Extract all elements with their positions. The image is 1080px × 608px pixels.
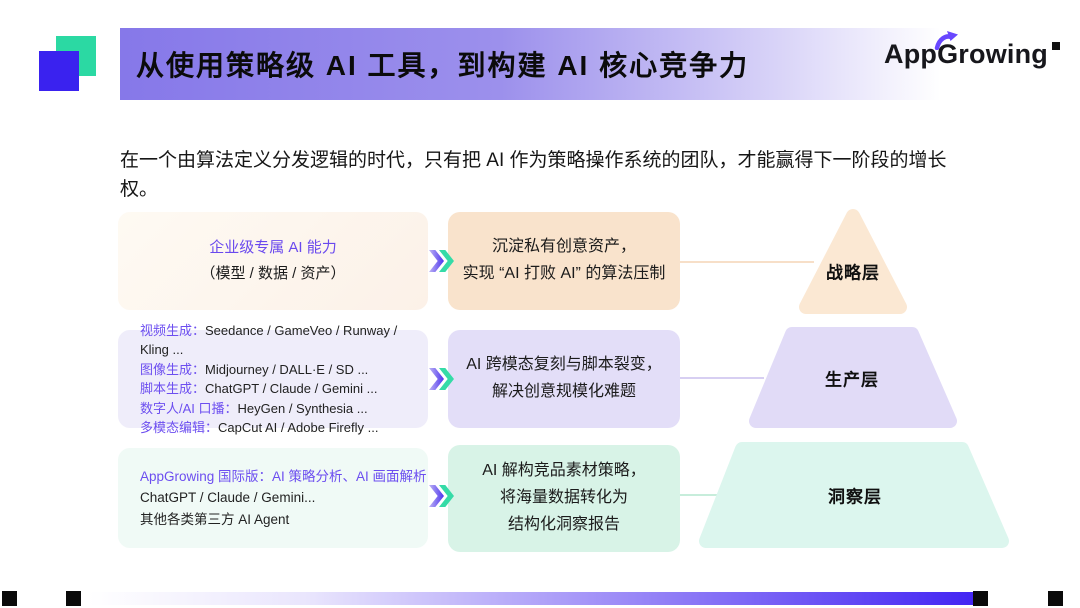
insight-outcome-line1: AI 解构竞品素材策略， [482, 462, 646, 480]
insight-outcome-line2: 将海量数据转化为 [499, 489, 628, 507]
production-outcome-line2: 解决创意规模化难题 [491, 383, 636, 400]
card-generation-tools: 视频生成：Seedance / GameVeo / Runway / Kling… [118, 323, 428, 435]
strategy-outcome-line2: 实现 “AI 打败 AI” 的算法压制 [462, 265, 666, 282]
connector-insight [680, 494, 718, 496]
strategy-outcome-line1: 沉淀私有创意资产， [491, 238, 636, 256]
tool-value: CapCut AI / Adobe Firefly ... [218, 420, 379, 435]
production-outcome-line1: AI 跨模态复刻与脚本裂变， [466, 356, 662, 374]
enterprise-ai-subtitle: （模型 / 数据 / 资产） [200, 265, 346, 282]
card-enterprise-ai: 企业级专属 AI 能力 （模型 / 数据 / 资产） [118, 212, 428, 310]
card-strategy-outcome: 沉淀私有创意资产， 实现 “AI 打败 AI” 的算法压制 [448, 212, 680, 310]
footer-gradient-bar [88, 592, 973, 605]
page-title: 从使用策略级 AI 工具，到构建 AI 核心竞争力 [136, 50, 750, 81]
pyramid-layer-strategy [799, 209, 907, 314]
tool-label: 视频生成： [140, 322, 206, 338]
title-bar: 从使用策略级 AI 工具，到构建 AI 核心竞争力 [120, 28, 966, 100]
logo-growth-arrow-icon [934, 31, 958, 55]
tool-label: 图像生成： [140, 361, 206, 377]
tool-value: HeyGen / Synthesia ... [237, 400, 368, 416]
footer-square [973, 591, 988, 606]
footer-square [1048, 591, 1063, 606]
connector-production [680, 377, 764, 379]
tool-line: 脚本生成：ChatGPT / Claude / Gemini ... [140, 379, 428, 399]
pyramid-label-production: 生产层 [825, 370, 879, 390]
intro-text: 在一个由算法定义分发逻辑的时代，只有把 AI 作为策略操作系统的团队，才能赢得下… [120, 150, 947, 201]
card-insight-outcome: AI 解构竞品素材策略， 将海量数据转化为 结构化洞察报告 [448, 445, 680, 552]
footer-square [66, 591, 81, 606]
pyramid-layer-production [749, 327, 957, 428]
appgrowing-logo: App Growing [884, 31, 1060, 70]
tool-label: 脚本生成： [140, 381, 206, 396]
tool-label: 多模态编辑： [140, 420, 219, 435]
decor-square-blue [39, 51, 79, 91]
pyramid-label-insight: 洞察层 [828, 487, 882, 507]
tool-value: Seedance / GameVeo / Runway / Kling ... [140, 322, 398, 358]
tool-line: 多模态编辑：CapCut AI / Adobe Firefly ... [140, 418, 428, 438]
insight-tools-line3: 其他各类第三方 AI Agent [140, 511, 290, 527]
tool-value: ChatGPT / Claude / Gemini ... [205, 381, 378, 396]
insight-tools-line1: AppGrowing 国际版：AI 策略分析、AI 画面解析 [140, 469, 427, 484]
tool-line: 数字人/AI 口播：HeyGen / Synthesia ... [140, 399, 428, 419]
pyramid-layer-insight [699, 442, 1009, 548]
card-insight-tools: AppGrowing 国际版：AI 策略分析、AI 画面解析 ChatGPT /… [118, 448, 428, 548]
insight-outcome-line3: 结构化洞察报告 [507, 515, 620, 533]
tool-line: 视频生成：Seedance / GameVeo / Runway / Kling… [140, 321, 428, 360]
logo-text-growing: Growing [937, 39, 1048, 69]
logo-mark-square [1051, 42, 1060, 50]
insight-tools-line2: ChatGPT / Claude / Gemini... [140, 490, 316, 506]
pyramid-label-strategy: 战略层 [826, 263, 880, 283]
tool-line: 图像生成：Midjourney / DALL·E / SD ... [140, 360, 428, 380]
tool-label: 数字人/AI 口播： [140, 400, 238, 416]
footer-square [2, 591, 17, 606]
enterprise-ai-title: 企业级专属 AI 能力 [209, 238, 337, 256]
tool-value: Midjourney / DALL·E / SD ... [205, 361, 369, 377]
connector-strategy [680, 261, 814, 263]
logo-text-app: App [884, 39, 938, 69]
card-production-outcome: AI 跨模态复刻与脚本裂变， 解决创意规模化难题 [448, 330, 680, 428]
pyramid-diagram [699, 209, 1009, 548]
